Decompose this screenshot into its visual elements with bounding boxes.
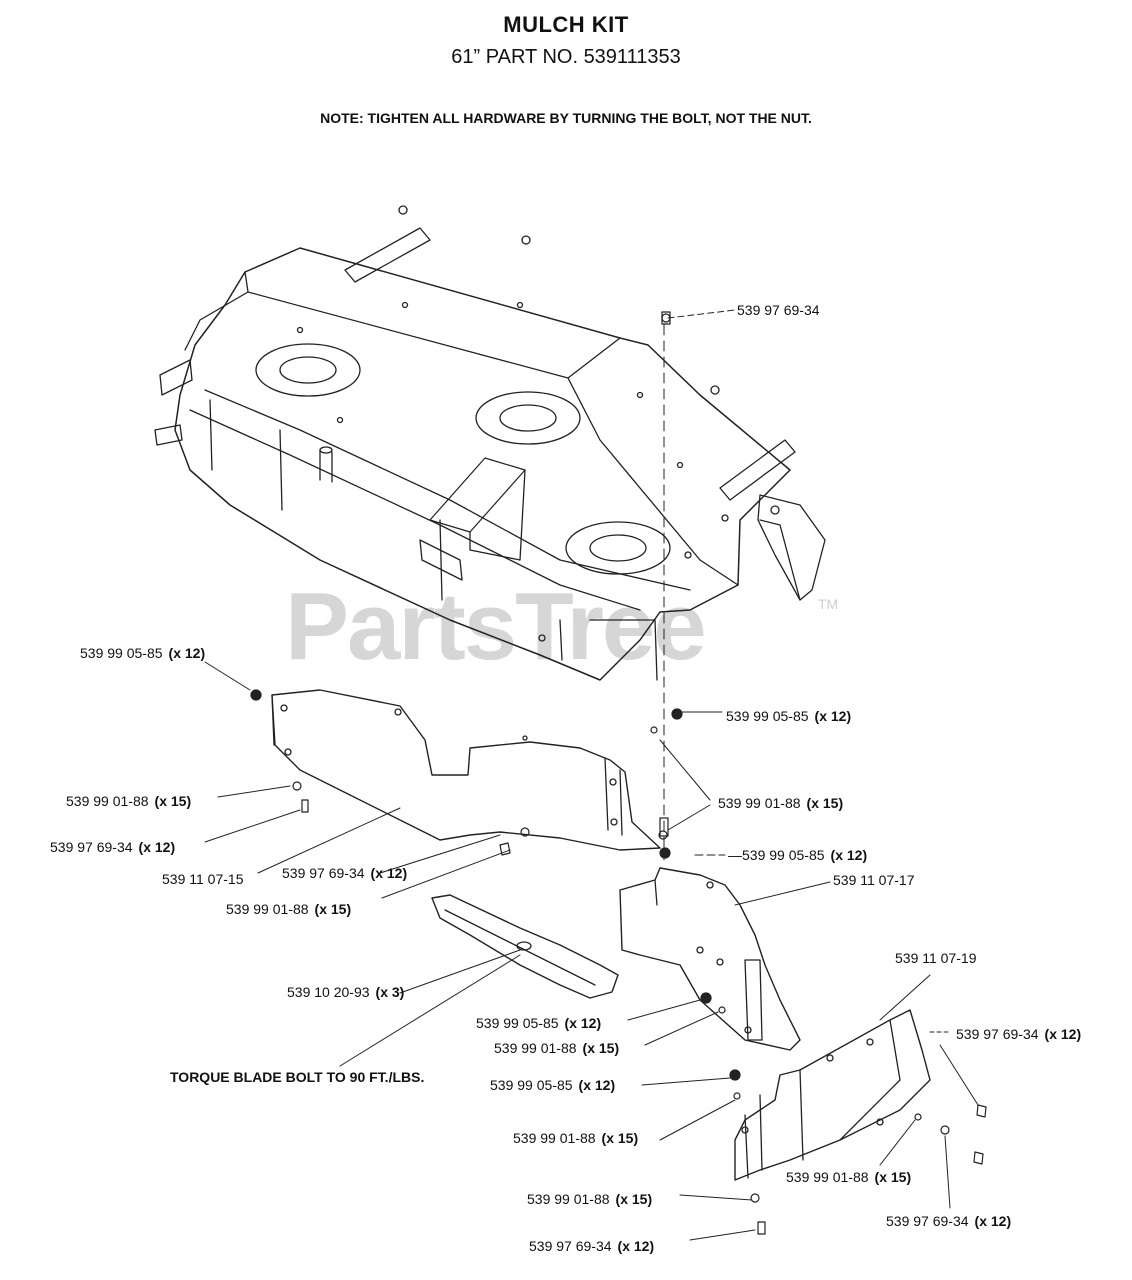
part-number-subtitle: 61” PART NO. 539111353	[451, 46, 681, 68]
callout-label: 539 99 01-88(x 15)	[718, 795, 844, 811]
callout-label: 539 97 69-34(x 12)	[956, 1026, 1082, 1042]
callout-label: 539 11 07-17	[833, 872, 915, 888]
callout-label: 539 99 01-88(x 15)	[66, 793, 192, 809]
leader-lines	[204, 309, 979, 1241]
callout-label: 539 97 69-34(x 12)	[886, 1213, 1012, 1229]
watermark: PartsTree	[285, 573, 707, 680]
callout-label: 539 99 01-88(x 15)	[494, 1040, 620, 1056]
callout-label: —539 99 05-85(x 12)	[728, 847, 868, 863]
callout-label: 539 97 69-34(x 12)	[529, 1238, 655, 1254]
mower-deck	[154, 205, 826, 681]
callout-label: 539 10 20-93(x 3)	[287, 984, 405, 1000]
callout-label: 539 97 69-34	[737, 302, 820, 318]
mower-blade	[431, 894, 619, 999]
hardware-parts	[250, 311, 987, 1235]
callout-label: 539 97 69-34(x 12)	[50, 839, 176, 855]
watermark-tm: TM	[818, 596, 839, 612]
callout-label: 539 99 01-88(x 15)	[786, 1169, 912, 1185]
torque-note: TORQUE BLADE BOLT TO 90 FT./LBS.	[170, 1069, 425, 1085]
callout-label: 539 11 07-15	[162, 871, 244, 887]
callout-label: 539 99 05-85(x 12)	[476, 1015, 602, 1031]
callout-label: 539 99 01-88(x 15)	[513, 1130, 639, 1146]
callout-label: 539 97 69-34(x 12)	[282, 865, 408, 881]
callout-label: 539 99 01-88(x 15)	[527, 1191, 653, 1207]
callout-label: 539 99 05-85(x 12)	[490, 1077, 616, 1093]
hardware-note: NOTE: TIGHTEN ALL HARDWARE BY TURNING TH…	[320, 110, 812, 126]
front-mulch-baffle	[734, 1009, 931, 1181]
left-mulch-baffle	[271, 689, 661, 851]
callout-label: 539 99 05-85(x 12)	[726, 708, 852, 724]
right-mulch-baffle	[619, 867, 801, 1051]
callout-label: 539 11 07-19	[895, 950, 977, 966]
diagram-title: MULCH KIT	[503, 12, 629, 37]
callout-label: 539 99 01-88(x 15)	[226, 901, 352, 917]
callout-label: 539 99 05-85(x 12)	[80, 645, 206, 661]
